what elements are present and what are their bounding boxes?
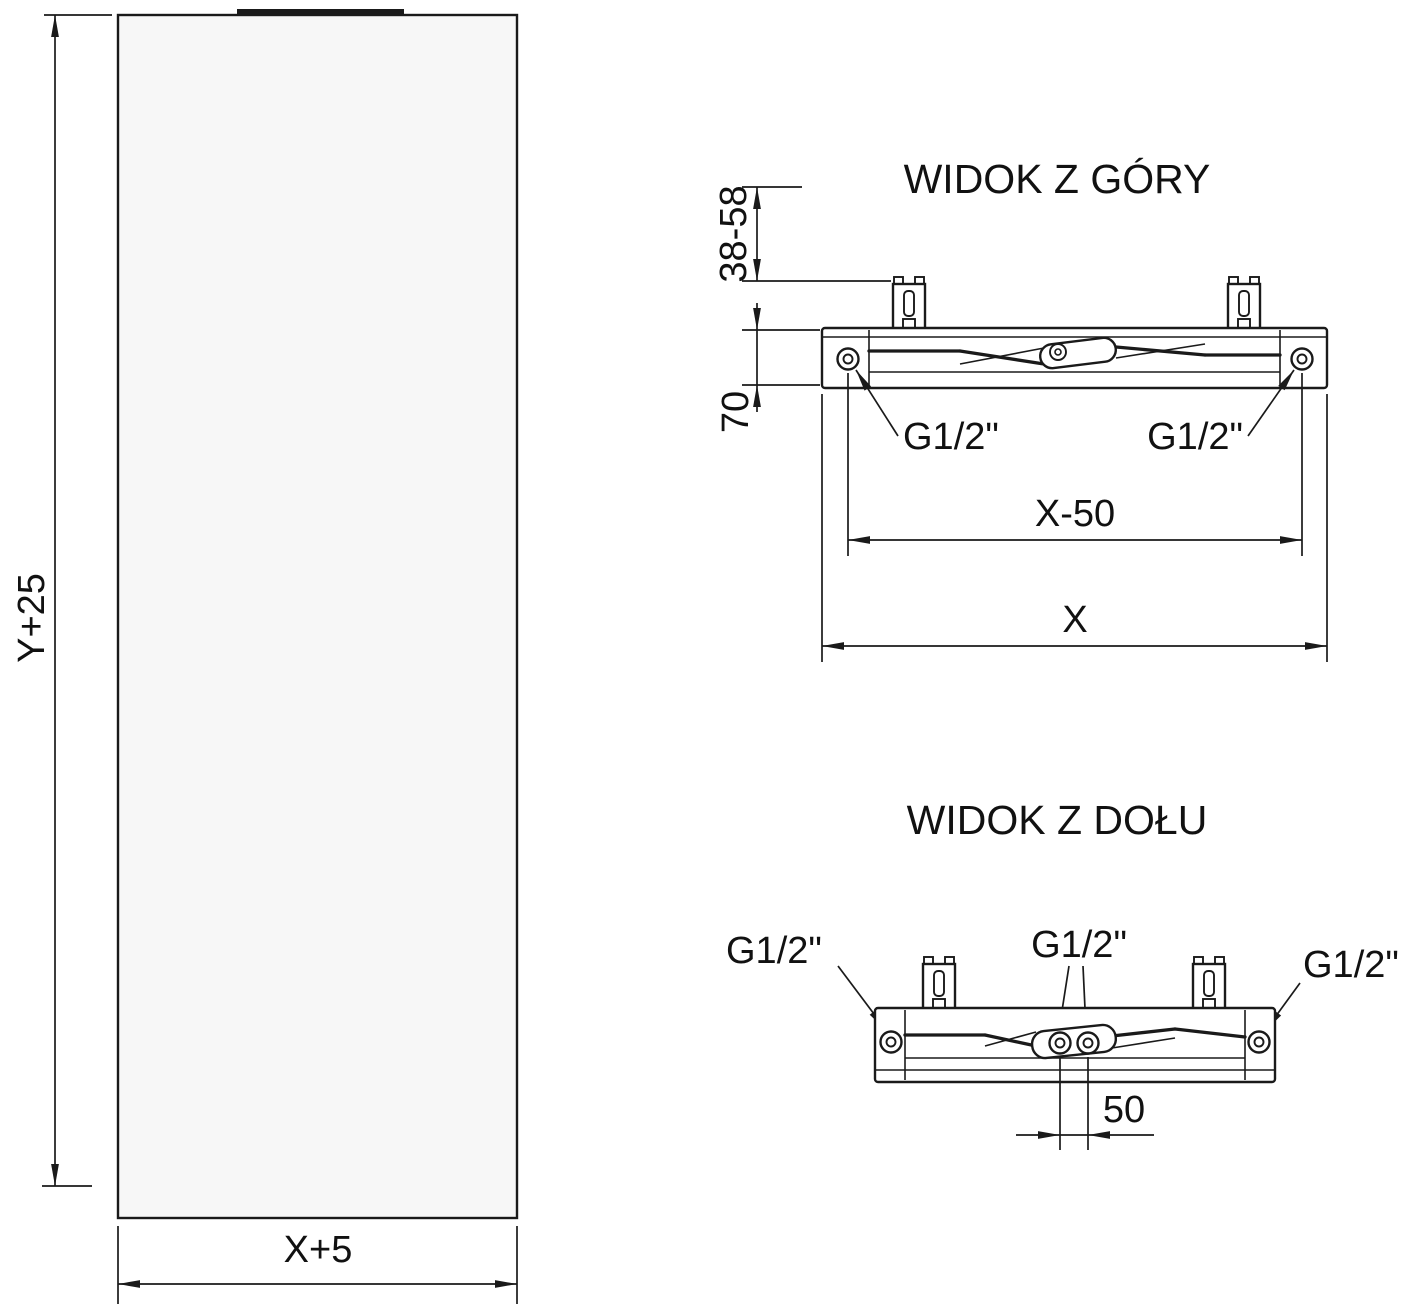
radiator-front-panel — [116, 13, 519, 1220]
top-view: WIDOK Z GÓRY — [713, 156, 1329, 662]
connection-label-left: G1/2" — [903, 416, 999, 458]
dimension-center-spacing: 50 — [1016, 1057, 1154, 1150]
dimension-depth: 70 — [715, 303, 820, 433]
width-dimension-label: X+5 — [284, 1229, 353, 1271]
dimension-height: Y+25 — [11, 14, 112, 1187]
dimension-width: X+5 — [117, 1226, 518, 1304]
top-view-title: WIDOK Z GÓRY — [904, 156, 1211, 202]
connection-label-left: G1/2" — [726, 930, 822, 972]
dimension-wall-distance: 38-58 — [713, 185, 891, 283]
overall-width-label: X — [1062, 599, 1087, 641]
bottom-view-title: WIDOK Z DOŁU — [907, 797, 1208, 843]
wall-bracket-left — [891, 275, 927, 332]
depth-dimension-label: 70 — [715, 391, 757, 433]
bottom-view: WIDOK Z DOŁU G1/2" G1/2" G1/2" — [726, 797, 1399, 1150]
connection-spacing-label: X-50 — [1035, 493, 1115, 535]
dimension-overall-width: X — [821, 394, 1328, 662]
connection-label-right: G1/2" — [1147, 416, 1243, 458]
height-dimension-label: Y+25 — [11, 573, 53, 663]
top-mounting-rail — [237, 9, 404, 16]
center-spacing-label: 50 — [1103, 1089, 1145, 1131]
wall-bracket-right — [1191, 955, 1227, 1012]
wall-distance-label: 38-58 — [713, 185, 755, 282]
connection-label-center: G1/2" — [1031, 924, 1127, 966]
bottom-view-body — [873, 1006, 1277, 1084]
front-view: Y+25 X+5 — [11, 9, 519, 1304]
wall-bracket-right — [1226, 275, 1262, 332]
top-view-body — [820, 326, 1329, 390]
wall-bracket-left — [921, 955, 957, 1012]
top-view-connection-labels: G1/2" G1/2" — [855, 369, 1295, 458]
dimension-connection-spacing: X-50 — [847, 373, 1303, 556]
connection-label-right: G1/2" — [1303, 944, 1399, 986]
bottom-view-connection-labels: G1/2" G1/2" G1/2" — [726, 924, 1399, 1032]
